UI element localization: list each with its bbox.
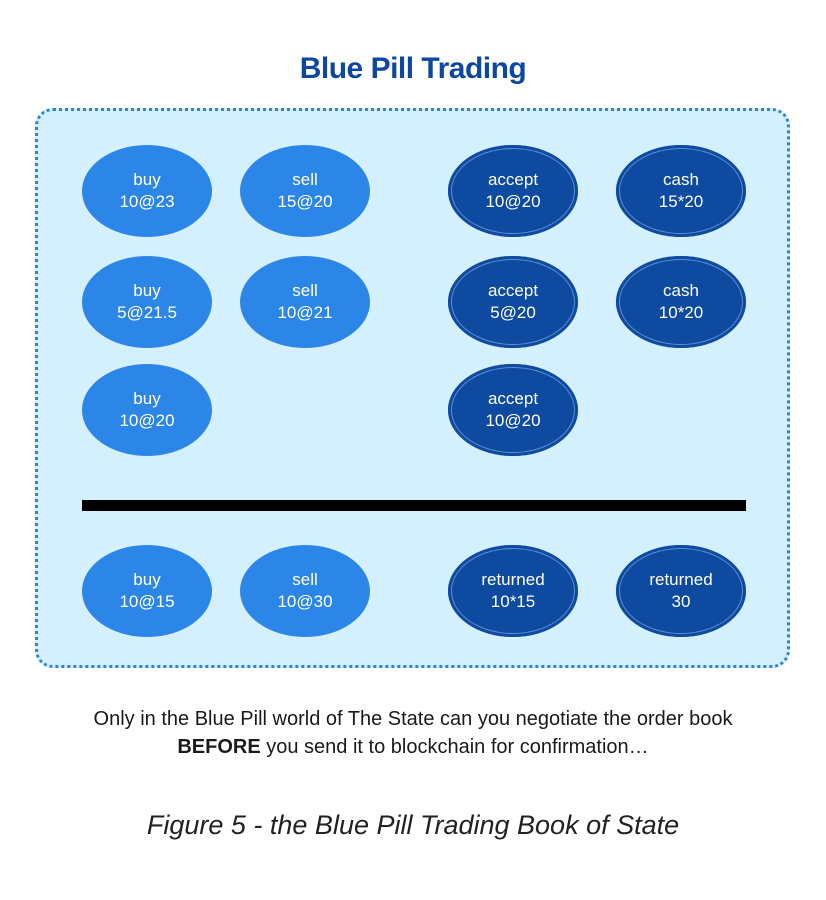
node-action: returned	[481, 570, 545, 589]
settlement-node: cash 15*20	[616, 145, 746, 237]
diagram-caption: Only in the Blue Pill world of The State…	[0, 705, 826, 761]
settlement-node: accept 10@20	[448, 364, 578, 456]
settlement-node: cash 10*20	[616, 256, 746, 348]
node-value: 10@21	[277, 303, 333, 322]
order-node: buy 5@21.5	[82, 256, 212, 348]
node-value: 10@15	[119, 592, 175, 611]
caption-line-2-rest: you send it to blockchain for confirmati…	[260, 736, 649, 758]
divider-bar	[82, 500, 746, 511]
order-node: buy 10@20	[82, 364, 212, 456]
node-value: 5@21.5	[117, 303, 177, 322]
node-action: returned	[649, 570, 713, 589]
settlement-node: returned 10*15	[448, 545, 578, 637]
order-node: sell 10@30	[240, 545, 370, 637]
node-value: 10@23	[119, 192, 175, 211]
node-value: 10@20	[119, 411, 175, 430]
node-action: sell	[292, 281, 318, 300]
node-action: accept	[487, 170, 539, 189]
node-value: 10@30	[277, 592, 333, 611]
node-value: 10@20	[485, 192, 541, 211]
node-value: 10*15	[490, 592, 536, 611]
node-value: 5@20	[490, 303, 536, 322]
node-action: cash	[663, 281, 699, 300]
node-action: buy	[133, 170, 161, 189]
node-action: cash	[663, 170, 699, 189]
node-value: 10*20	[658, 303, 704, 322]
node-action: sell	[292, 170, 318, 189]
node-action: sell	[292, 570, 318, 589]
node-value: 15*20	[658, 192, 704, 211]
diagram-title: Blue Pill Trading	[299, 52, 527, 85]
order-node: buy 10@23	[82, 145, 212, 237]
order-node: buy 10@15	[82, 545, 212, 637]
caption-line-2: BEFORE you send it to blockchain for con…	[0, 733, 826, 761]
caption-emphasis: BEFORE	[177, 736, 261, 758]
node-action: buy	[133, 389, 161, 408]
node-action: buy	[133, 570, 161, 589]
node-value: 30	[671, 592, 691, 611]
node-value: 15@20	[277, 192, 333, 211]
settlement-node: accept 5@20	[448, 256, 578, 348]
node-action: buy	[133, 281, 161, 300]
settlement-node: returned 30	[616, 545, 746, 637]
settlement-node: accept 10@20	[448, 145, 578, 237]
node-value: 10@20	[485, 411, 541, 430]
order-node: sell 15@20	[240, 145, 370, 237]
order-node: sell 10@21	[240, 256, 370, 348]
node-action: accept	[487, 389, 539, 408]
figure-caption: Figure 5 - the Blue Pill Trading Book of…	[146, 810, 680, 840]
node-action: accept	[487, 281, 539, 300]
caption-line-1: Only in the Blue Pill world of The State…	[93, 708, 733, 730]
